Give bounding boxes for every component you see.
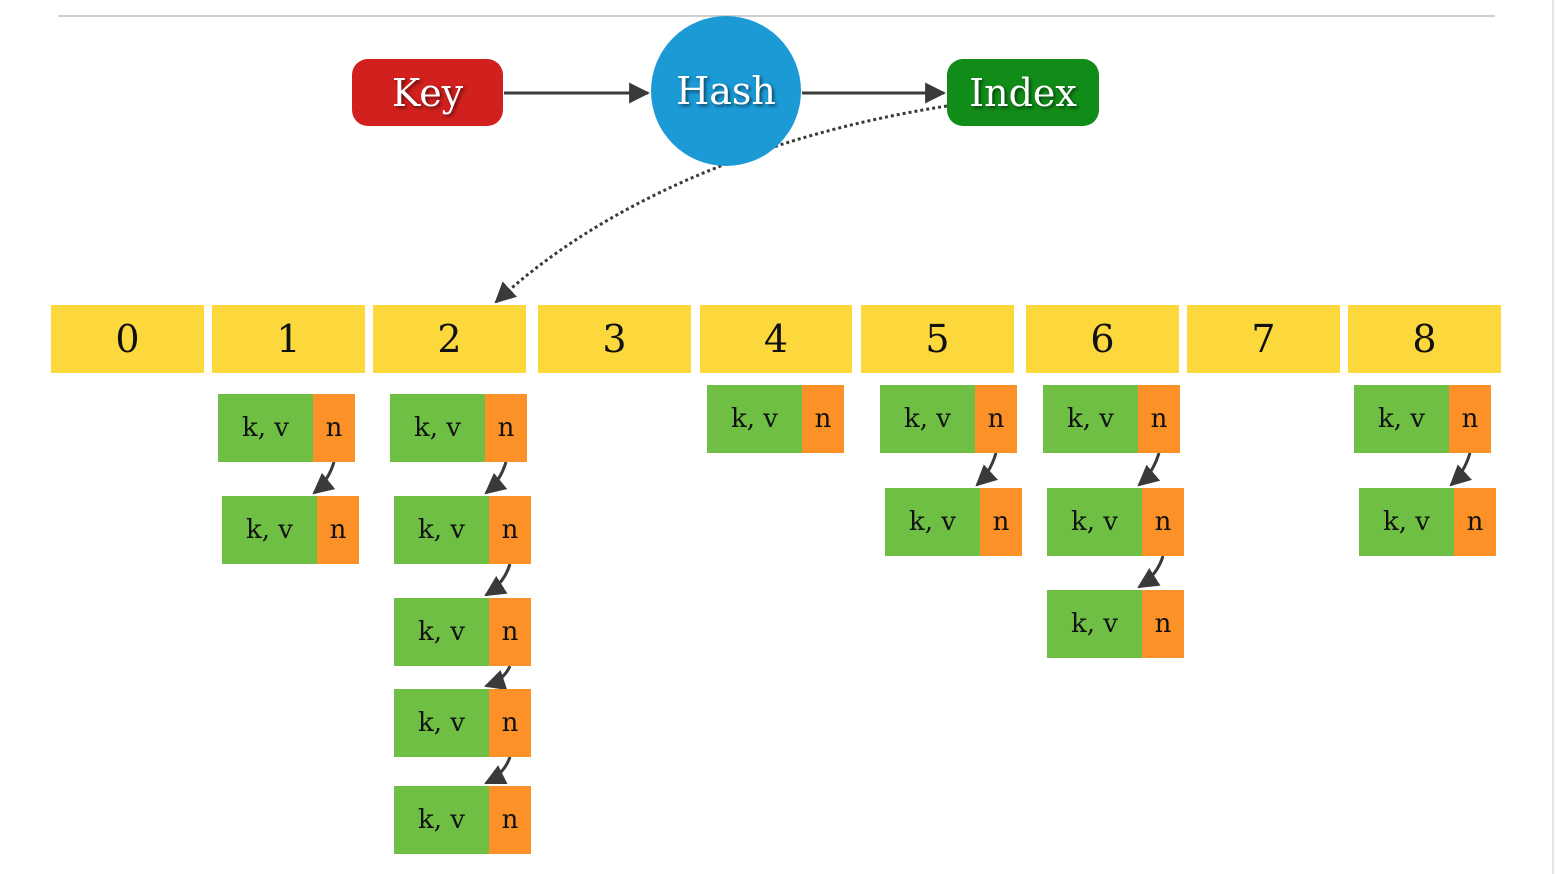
next-pointer-arrow: [1137, 555, 1165, 589]
entry-next-pointer: n: [489, 689, 531, 757]
entry-next-pointer: n: [485, 394, 527, 462]
entry-node: k, v n: [885, 488, 1022, 556]
entry-key-value: k, v: [390, 394, 485, 462]
entry-next-pointer: n: [1138, 385, 1180, 453]
next-pointer-arrow: [312, 461, 336, 495]
entry-key-value: k, v: [880, 385, 975, 453]
next-pointer-arrow: [1449, 452, 1473, 487]
entry-next-pointer: n: [1142, 590, 1184, 658]
entry-key-value: k, v: [222, 496, 317, 564]
bucket-2: 2: [373, 305, 526, 373]
entry-key-value: k, v: [1043, 385, 1138, 453]
index-to-bucket-arrow: [494, 104, 948, 304]
entry-key-value: k, v: [1354, 385, 1449, 453]
right-edge-divider: [1552, 0, 1554, 874]
entry-key-value: k, v: [394, 689, 489, 757]
entry-node: k, v n: [1043, 385, 1180, 453]
hash-node: Hash: [651, 16, 801, 166]
entry-node: k, v n: [394, 496, 531, 564]
entry-key-value: k, v: [394, 786, 489, 854]
next-pointer-arrow: [484, 665, 512, 690]
entry-node: k, v n: [394, 598, 531, 666]
entry-key-value: k, v: [707, 385, 802, 453]
entry-node: k, v n: [222, 496, 359, 564]
entry-next-pointer: n: [975, 385, 1017, 453]
entry-next-pointer: n: [1449, 385, 1491, 453]
entry-next-pointer: n: [1142, 488, 1184, 556]
entry-key-value: k, v: [394, 496, 489, 564]
bucket-6: 6: [1026, 305, 1179, 373]
next-pointer-arrow: [484, 756, 512, 785]
entry-next-pointer: n: [317, 496, 359, 564]
entry-next-pointer: n: [802, 385, 844, 453]
entry-key-value: k, v: [885, 488, 980, 556]
entry-node: k, v n: [394, 689, 531, 757]
bucket-1: 1: [212, 305, 365, 373]
entry-key-value: k, v: [394, 598, 489, 666]
bucket-4: 4: [700, 305, 852, 373]
entry-next-pointer: n: [489, 786, 531, 854]
bucket-0: 0: [51, 305, 204, 373]
bucket-5: 5: [861, 305, 1014, 373]
entry-node: k, v n: [707, 385, 844, 453]
next-pointer-arrow: [484, 461, 508, 495]
entry-node: k, v n: [880, 385, 1017, 453]
bucket-7: 7: [1187, 305, 1340, 373]
index-node: Index: [947, 59, 1099, 126]
entry-node: k, v n: [1047, 590, 1184, 658]
entry-node: k, v n: [218, 394, 355, 462]
bucket-8: 8: [1348, 305, 1501, 373]
entry-next-pointer: n: [313, 394, 355, 462]
entry-key-value: k, v: [1047, 590, 1142, 658]
entry-node: k, v n: [390, 394, 527, 462]
chain-arrows: [312, 452, 1473, 785]
next-pointer-arrow: [484, 563, 512, 597]
entry-next-pointer: n: [980, 488, 1022, 556]
entry-next-pointer: n: [1454, 488, 1496, 556]
entry-node: k, v n: [1354, 385, 1491, 453]
next-pointer-arrow: [975, 452, 999, 487]
key-node: Key: [352, 59, 503, 126]
top-divider: [58, 15, 1495, 17]
entry-key-value: k, v: [218, 394, 313, 462]
entry-node: k, v n: [1359, 488, 1496, 556]
entry-node: k, v n: [1047, 488, 1184, 556]
entry-key-value: k, v: [1359, 488, 1454, 556]
entry-node: k, v n: [394, 786, 531, 854]
entry-next-pointer: n: [489, 496, 531, 564]
entry-key-value: k, v: [1047, 488, 1142, 556]
bucket-3: 3: [538, 305, 691, 373]
next-pointer-arrow: [1137, 452, 1161, 487]
entry-next-pointer: n: [489, 598, 531, 666]
